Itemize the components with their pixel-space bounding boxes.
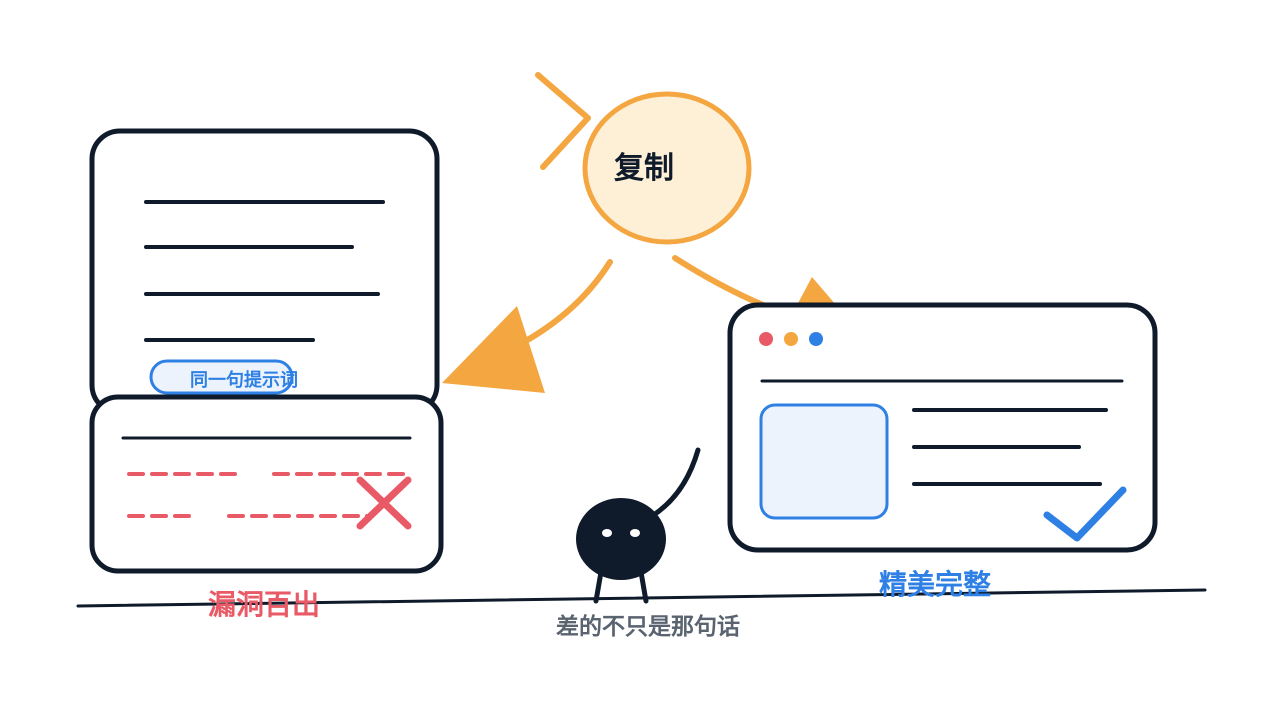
copy-node: 复制 <box>535 72 752 245</box>
image-placeholder <box>759 403 889 520</box>
character-leg <box>593 569 604 604</box>
character-eye <box>602 529 612 537</box>
x-mark-icon <box>356 476 412 530</box>
character-body <box>576 498 666 580</box>
check-mark-icon <box>1043 486 1127 542</box>
character-eye <box>630 529 640 537</box>
difference-caption: 差的不只是那句话 <box>556 613 740 640</box>
source-document <box>89 128 440 416</box>
same-prompt-badge: 同一句提示词 <box>149 359 298 395</box>
ground-line <box>76 588 1207 608</box>
polished-result-window <box>727 302 1158 553</box>
flawed-result-card <box>89 394 444 574</box>
incoming-arrow-icon <box>535 72 591 170</box>
same-prompt-label: 同一句提示词 <box>190 369 298 391</box>
character-leg <box>638 569 649 604</box>
arrow-to-flawed <box>442 259 613 393</box>
flawed-caption: 漏洞百出 <box>208 588 320 621</box>
arrowhead-icon <box>797 277 836 305</box>
arrow-to-polished <box>672 255 836 313</box>
traffic-light-dots-icon <box>759 332 823 346</box>
arrowhead-icon <box>442 306 545 393</box>
character-arm <box>649 447 701 519</box>
polished-caption: 精美完整 <box>879 568 991 601</box>
blob-character <box>576 447 701 604</box>
copy-label: 复制 <box>614 151 674 186</box>
